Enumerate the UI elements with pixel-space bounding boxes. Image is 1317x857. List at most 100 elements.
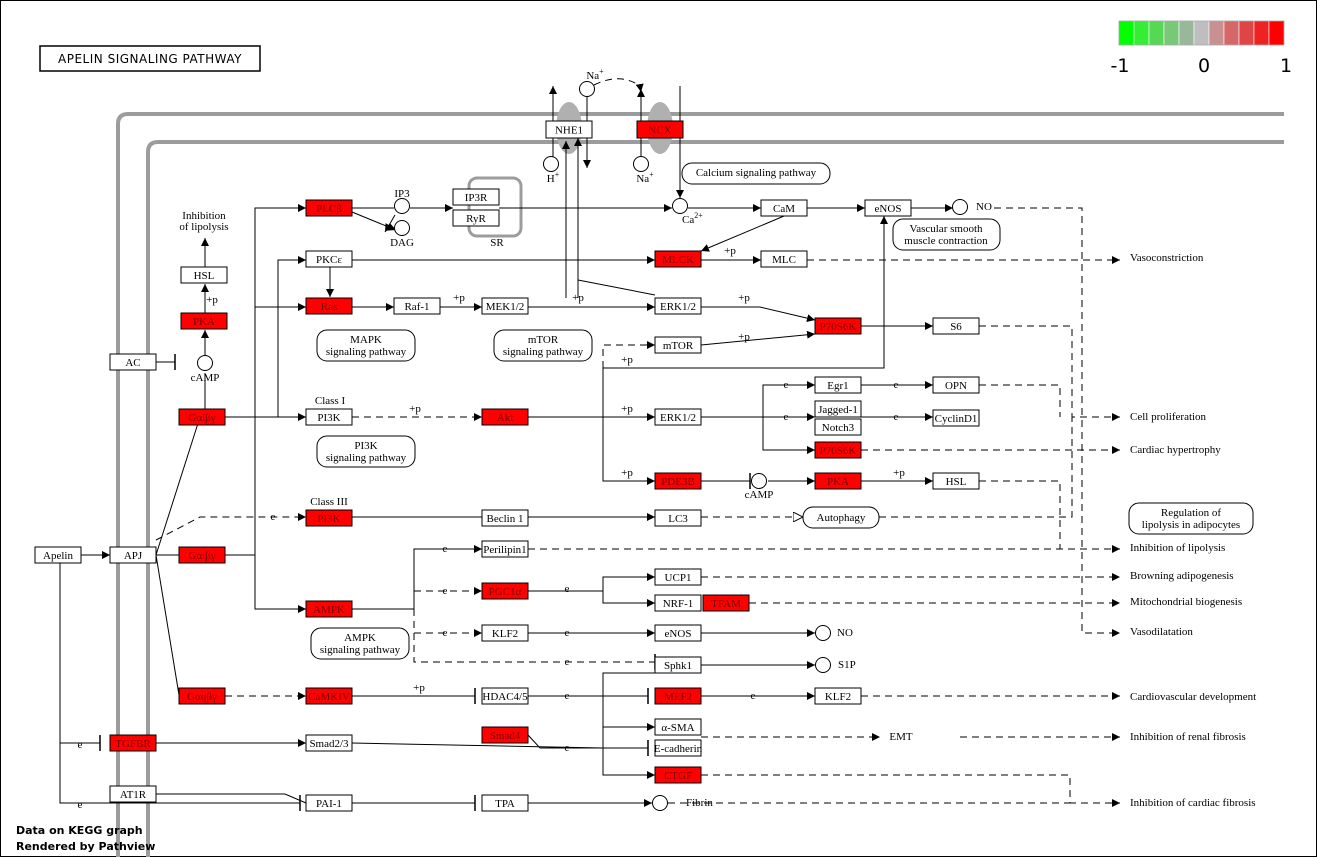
legend-swatch	[1178, 20, 1195, 46]
gene-ctgf[interactable]: CTGF	[654, 766, 702, 784]
gene-mef2[interactable]: MEF2	[654, 687, 702, 705]
gene-ncx[interactable]: NCX	[636, 120, 684, 139]
gene-asma[interactable]: α-SMA	[654, 718, 702, 736]
compound-ca[interactable]: Ca2+	[672, 198, 704, 227]
compound-h[interactable]: H+	[543, 156, 560, 186]
gene-pde3b[interactable]: PDE3B	[654, 472, 702, 490]
edge	[701, 306, 816, 323]
gene-mlck[interactable]: MLCK	[654, 250, 702, 268]
gene-ecad[interactable]: E-cadherin	[654, 739, 703, 757]
gene-hsl1[interactable]: HSL	[180, 266, 228, 284]
gene-nrf1[interactable]: NRF-1	[654, 594, 702, 612]
outcome-cvdev: Cardiovascular development	[1130, 691, 1256, 703]
compound-no1[interactable]: NO	[952, 199, 992, 215]
gene-ryr[interactable]: RyR	[452, 209, 500, 227]
gene-egr1[interactable]: Egr1	[814, 376, 862, 394]
compound-ip3[interactable]: IP3	[394, 188, 410, 214]
compound-s1p[interactable]: S1P	[815, 657, 856, 673]
compound-label: Ca2+	[682, 211, 703, 227]
gene-klf2b[interactable]: KLF2	[814, 687, 862, 705]
gene-smad23[interactable]: Smad2/3	[305, 734, 353, 752]
edge-annotation: e	[894, 411, 899, 423]
gene-pi3k3[interactable]: PI3K	[305, 509, 353, 527]
gene-label: AT1R	[120, 789, 147, 801]
compound-no2[interactable]: NO	[815, 625, 853, 641]
compound-fibrin[interactable]: Fibrin	[652, 795, 714, 811]
gene-lc3[interactable]: LC3	[654, 509, 702, 527]
gene-plcb[interactable]: PLCβ	[305, 199, 353, 217]
compound-label: IP3	[394, 188, 410, 200]
gene-gq[interactable]: Gαqβγ	[178, 687, 226, 705]
gene-tfam[interactable]: TFAM	[702, 594, 750, 612]
gene-pka2[interactable]: PKA	[814, 472, 862, 490]
pathway-link-autophagy[interactable]: Autophagy	[802, 506, 880, 529]
gene-notch3[interactable]: Notch3	[814, 418, 862, 436]
compound-camp2[interactable]: cAMP	[745, 473, 774, 502]
gene-ampk[interactable]: AMPK	[305, 600, 353, 618]
gene-mlc[interactable]: MLC	[760, 250, 808, 268]
legend-swatch	[1118, 20, 1135, 46]
gene-smad4[interactable]: Smad4	[481, 726, 529, 744]
gene-pkce[interactable]: PKCε	[305, 250, 353, 268]
gene-gby1[interactable]: Gαiβγ	[178, 408, 226, 426]
compound-dag[interactable]: DAG	[390, 220, 414, 250]
gene-p70a[interactable]: P70S6K	[814, 317, 862, 335]
gene-ip3r[interactable]: IP3R	[452, 188, 500, 206]
gene-apj[interactable]: APJ	[109, 546, 157, 564]
gene-at1r[interactable]: AT1R	[109, 785, 157, 803]
outcome-renal: Inhibition of renal fibrosis	[1130, 731, 1246, 743]
gene-enos2[interactable]: eNOS	[654, 624, 702, 642]
gene-s6[interactable]: S6	[932, 317, 980, 335]
gene-pgc1a[interactable]: PGC1α	[481, 582, 529, 600]
gene-enos1[interactable]: eNOS	[864, 199, 912, 217]
compound-camp1[interactable]: cAMP	[191, 355, 220, 385]
gene-perilipin[interactable]: Perilipin1	[481, 540, 529, 558]
gene-pi3k1[interactable]: PI3K	[305, 408, 353, 426]
gene-jag1[interactable]: Jagged-1	[814, 400, 862, 418]
gene-pai1[interactable]: PAI-1	[305, 794, 353, 812]
pathway-label: MAPK	[350, 334, 382, 346]
gene-sphk1[interactable]: Sphk1	[654, 656, 702, 674]
edge	[413, 609, 656, 670]
gene-ras[interactable]: Ras	[305, 297, 353, 315]
gene-mtor[interactable]: mTOR	[654, 336, 702, 354]
gene-raf1[interactable]: Raf-1	[393, 297, 441, 315]
pathway-link-calcium[interactable]: Calcium signaling pathway	[681, 162, 831, 185]
gene-hsl2[interactable]: HSL	[932, 472, 980, 490]
gene-camk[interactable]: CaMKIV	[305, 687, 353, 705]
gene-tgfbr[interactable]: TGFBR	[109, 734, 157, 752]
compound-na2[interactable]: Na+	[633, 156, 655, 186]
gene-erk12a[interactable]: ERK1/2	[654, 297, 702, 315]
gene-hdac[interactable]: HDAC4/5	[481, 687, 529, 705]
compound-na1[interactable]: Na+	[579, 67, 605, 97]
gene-apelin[interactable]: Apelin	[34, 546, 82, 564]
gene-nhe1[interactable]: NHE1	[545, 120, 593, 139]
gene-klf2a[interactable]: KLF2	[481, 624, 529, 642]
gene-p70b[interactable]: P70S6K	[814, 441, 862, 459]
gene-cycd1[interactable]: CyclinD1	[932, 409, 980, 427]
gene-beclin[interactable]: Beclin 1	[481, 509, 529, 527]
outcome-browning: Browning adipogenesis	[1130, 570, 1234, 582]
gene-gby2[interactable]: Gαiβγ	[178, 546, 226, 564]
gene-mek12[interactable]: MEK1/2	[481, 297, 529, 315]
gene-cam[interactable]: CaM	[760, 199, 808, 217]
gene-erk12b[interactable]: ERK1/2	[654, 408, 702, 426]
compound-label: cAMP	[745, 489, 774, 501]
gene-pka1[interactable]: PKA	[180, 312, 228, 330]
gene-opn[interactable]: OPN	[932, 376, 980, 394]
gene-label: P70S6K	[820, 321, 857, 333]
outcome-mito: Mitochondrial biogenesis	[1130, 596, 1242, 608]
footer-line-2: Rendered by Pathview	[16, 840, 155, 853]
gene-akt[interactable]: Akt	[481, 408, 529, 426]
gene-tpa[interactable]: TPA	[481, 794, 529, 812]
gene-ac[interactable]: AC	[109, 353, 157, 371]
gene-ucp1[interactable]: UCP1	[654, 568, 702, 586]
